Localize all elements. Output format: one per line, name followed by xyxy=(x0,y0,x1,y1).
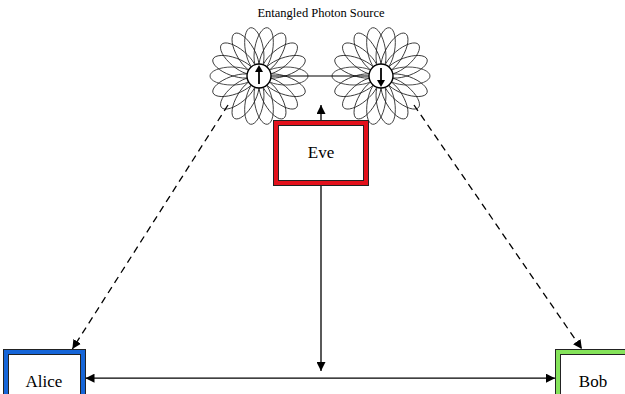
entanglement-link xyxy=(271,75,369,76)
spin-up-arrowhead xyxy=(255,65,263,72)
party-box: Alice xyxy=(4,350,85,394)
photon-path xyxy=(72,105,228,349)
channel-arrow xyxy=(86,378,556,379)
photon-path xyxy=(414,105,582,349)
photon-core xyxy=(369,64,393,88)
spin-up-arrow xyxy=(258,71,260,84)
photon-core xyxy=(247,64,271,88)
node-label: Eve xyxy=(308,143,334,163)
party-box: Bob xyxy=(556,350,625,394)
intercept-arrow xyxy=(320,185,321,371)
photon-source: Entangled Photon Source xyxy=(203,4,439,104)
node-label: Bob xyxy=(579,372,607,392)
eavesdropper-box: Eve xyxy=(274,121,368,185)
spin-down-arrowhead xyxy=(377,80,385,87)
channel-arrow xyxy=(320,105,321,120)
source-title: Entangled Photon Source xyxy=(257,4,384,20)
spin-down-arrow xyxy=(380,68,382,81)
node-label: Alice xyxy=(26,372,63,392)
